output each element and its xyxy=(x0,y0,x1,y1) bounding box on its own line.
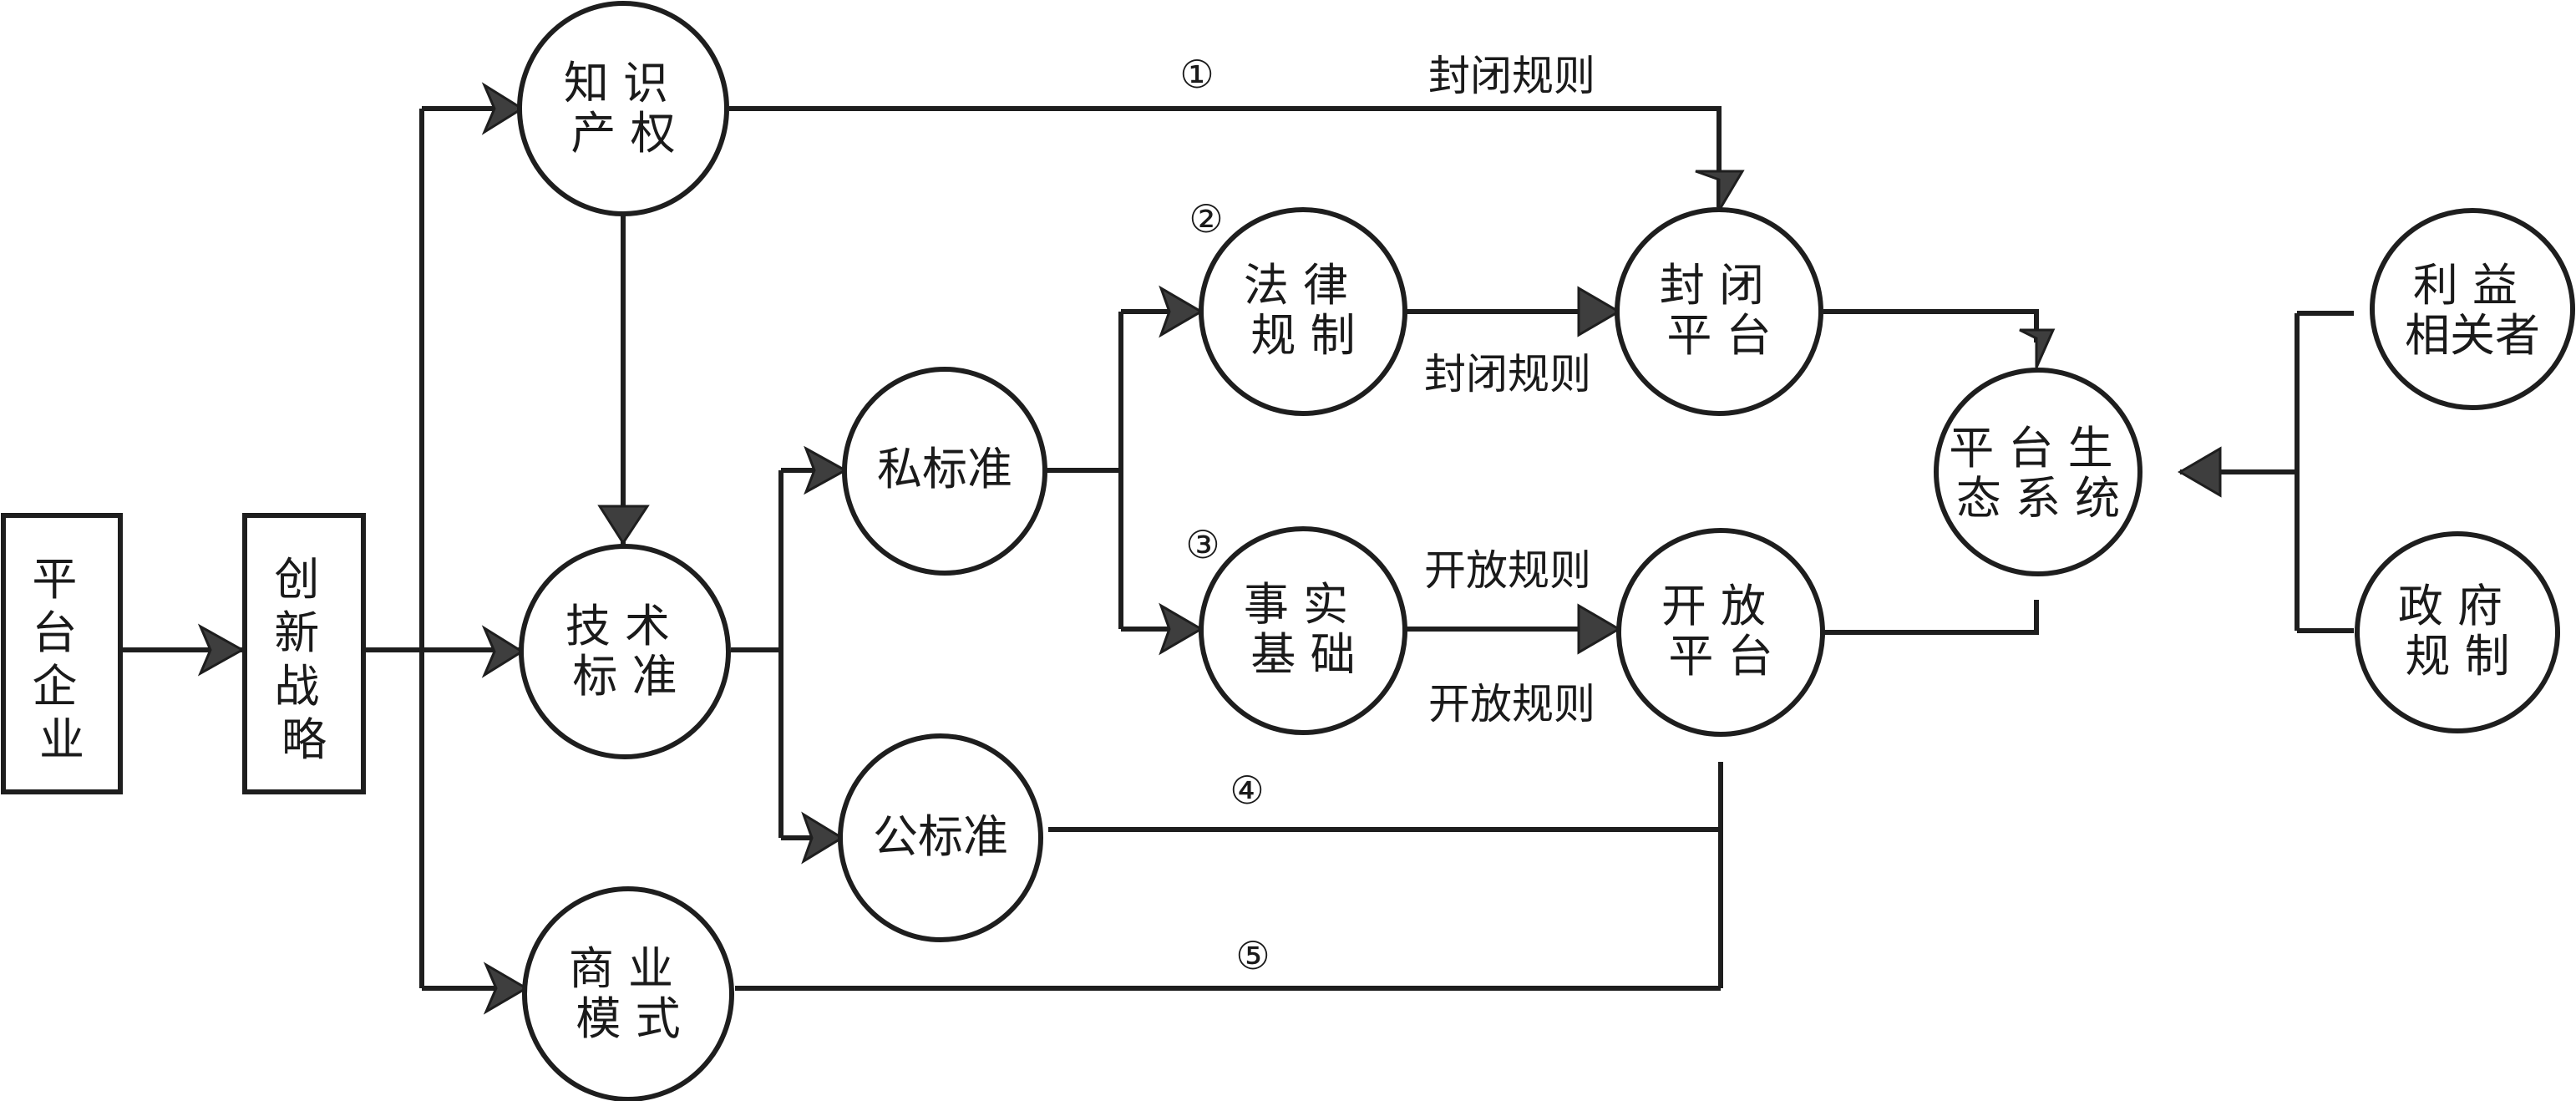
open-platform-label: 开 放 平 台 xyxy=(1661,580,1780,682)
arrow-path1-to-closed xyxy=(1695,170,1745,216)
legal-regulation-ellipse xyxy=(1199,207,1407,416)
platform-ecosystem-label: 平 台 生 态 系 统 xyxy=(1949,422,2127,525)
stakeholders-label: 利 益 相关者 xyxy=(2405,259,2540,362)
public-standard-ellipse xyxy=(838,733,1043,942)
edge-ip-to-closed-platform xyxy=(729,106,1722,207)
public-standard-label: 公标准 xyxy=(873,810,1008,863)
stakeholders-ellipse xyxy=(2370,208,2575,410)
innovation-strategy-label: 创 新 战 略 xyxy=(274,553,333,766)
label-closed-rule-mid: 封闭规则 xyxy=(1424,350,1591,398)
node-government-regulation: 政 府 规 制 xyxy=(2355,531,2560,733)
arrowheads xyxy=(197,82,2222,1015)
path-numbers: ① ② ③ ④ ⑤ xyxy=(1179,52,1270,978)
node-public-standard: 公标准 xyxy=(838,733,1043,942)
arrow-ip-to-tech xyxy=(597,505,650,545)
label-open-rule-upper: 开放规则 xyxy=(1424,546,1591,595)
node-stakeholders: 利 益 相关者 xyxy=(2370,208,2575,410)
node-private-standard: 私标准 xyxy=(842,367,1047,576)
path-number-5: ⑤ xyxy=(1235,933,1270,978)
arrow-to-business xyxy=(483,961,529,1015)
de-facto-basis-ellipse xyxy=(1199,526,1407,735)
edge-closed-to-ecosystem xyxy=(1823,309,2039,342)
closed-platform-ellipse xyxy=(1615,207,1823,416)
arrow-to-ecosystem-right xyxy=(2178,446,2222,498)
arrow-closed-to-ecosystem xyxy=(2019,328,2056,368)
edge-open-to-ecosystem xyxy=(1823,600,2039,635)
connectors xyxy=(120,106,2354,991)
intellectual-property-label: 知 识 产 权 xyxy=(564,57,682,160)
node-platform-enterprise: 平 台 企 业 xyxy=(1,513,123,794)
arrow-to-ip xyxy=(481,82,525,135)
path-number-3: ③ xyxy=(1185,522,1220,567)
node-business-model: 商 业 模 式 xyxy=(522,886,734,1101)
node-technical-standard: 技 术 标 准 xyxy=(519,544,731,759)
label-closed-rule-top: 封闭规则 xyxy=(1428,52,1595,100)
platform-enterprise-label: 平 台 企 业 xyxy=(32,553,91,766)
platform-enterprise-box xyxy=(1,513,123,794)
path-number-1: ① xyxy=(1179,52,1214,97)
node-closed-platform: 封 闭 平 台 xyxy=(1615,207,1823,416)
node-de-facto-basis: 事 实 基 础 xyxy=(1199,526,1407,735)
path-number-4: ④ xyxy=(1230,768,1264,813)
arrow-to-public xyxy=(801,811,844,865)
arrow-to-open xyxy=(1577,603,1621,655)
private-standard-ellipse xyxy=(842,367,1047,576)
node-open-platform: 开 放 平 台 xyxy=(1616,528,1825,737)
private-standard-label: 私标准 xyxy=(877,443,1012,495)
arrow-to-strategy xyxy=(197,623,246,677)
label-open-rule-lower: 开放规则 xyxy=(1428,680,1595,728)
node-legal-regulation: 法 律 规 制 xyxy=(1199,207,1407,416)
government-regulation-ellipse xyxy=(2355,531,2560,733)
arrow-to-tech xyxy=(481,625,525,678)
legal-regulation-label: 法 律 规 制 xyxy=(1244,259,1362,362)
open-platform-ellipse xyxy=(1616,528,1825,737)
technical-standard-ellipse xyxy=(519,544,731,759)
platform-ecosystem-ellipse xyxy=(1934,368,2142,576)
node-intellectual-property: 知 识 产 权 xyxy=(517,1,729,216)
arrow-to-private xyxy=(804,445,849,495)
innovation-strategy-box xyxy=(242,513,366,794)
government-regulation-label: 政 府 规 制 xyxy=(2398,580,2517,682)
path-number-2: ② xyxy=(1189,196,1223,241)
arrow-to-defacto xyxy=(1159,602,1204,656)
node-innovation-strategy: 创 新 战 略 xyxy=(242,513,366,794)
intellectual-property-ellipse xyxy=(517,1,729,216)
edge-labels: 封闭规则 封闭规则 开放规则 开放规则 xyxy=(1424,52,1595,728)
arrow-to-closed xyxy=(1577,286,1621,337)
business-model-label: 商 业 模 式 xyxy=(569,942,687,1045)
de-facto-basis-label: 事 实 基 础 xyxy=(1244,578,1362,681)
node-platform-ecosystem: 平 台 生 态 系 统 xyxy=(1934,368,2142,576)
closed-platform-label: 封 闭 平 台 xyxy=(1660,259,1778,362)
arrow-to-legal xyxy=(1159,285,1204,338)
business-model-ellipse xyxy=(522,886,734,1101)
technical-standard-label: 技 术 标 准 xyxy=(565,600,684,703)
